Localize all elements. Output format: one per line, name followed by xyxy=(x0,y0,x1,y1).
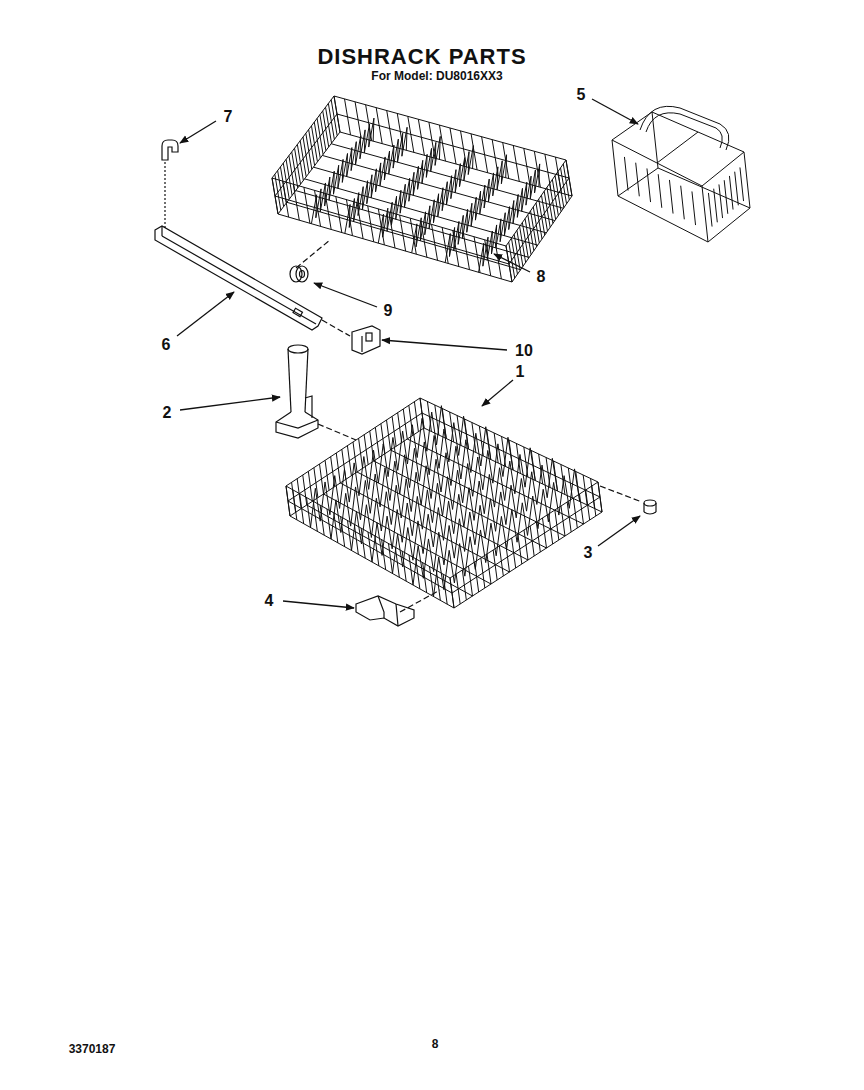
model-line: For Model: DU8016XX3 xyxy=(371,70,502,83)
callout-number: 10 xyxy=(515,342,533,360)
callout-number: 9 xyxy=(384,302,393,320)
callout-number: 3 xyxy=(584,544,593,562)
callout-number: 2 xyxy=(163,404,172,422)
callout-number: 6 xyxy=(162,336,171,354)
leader-lines xyxy=(177,99,640,608)
callout-number: 4 xyxy=(265,592,274,610)
page-title: DISHRACK PARTS xyxy=(317,45,526,69)
rack-drawing xyxy=(155,140,656,626)
wire-racks xyxy=(272,96,750,608)
callout-number: 1 xyxy=(516,363,525,381)
page-footer: 3370187 xyxy=(69,1043,116,1056)
callout-number: 7 xyxy=(224,108,233,126)
callout-number: 5 xyxy=(577,86,586,104)
callout-number: 8 xyxy=(537,268,546,286)
page-footer: 8 xyxy=(432,1038,439,1051)
